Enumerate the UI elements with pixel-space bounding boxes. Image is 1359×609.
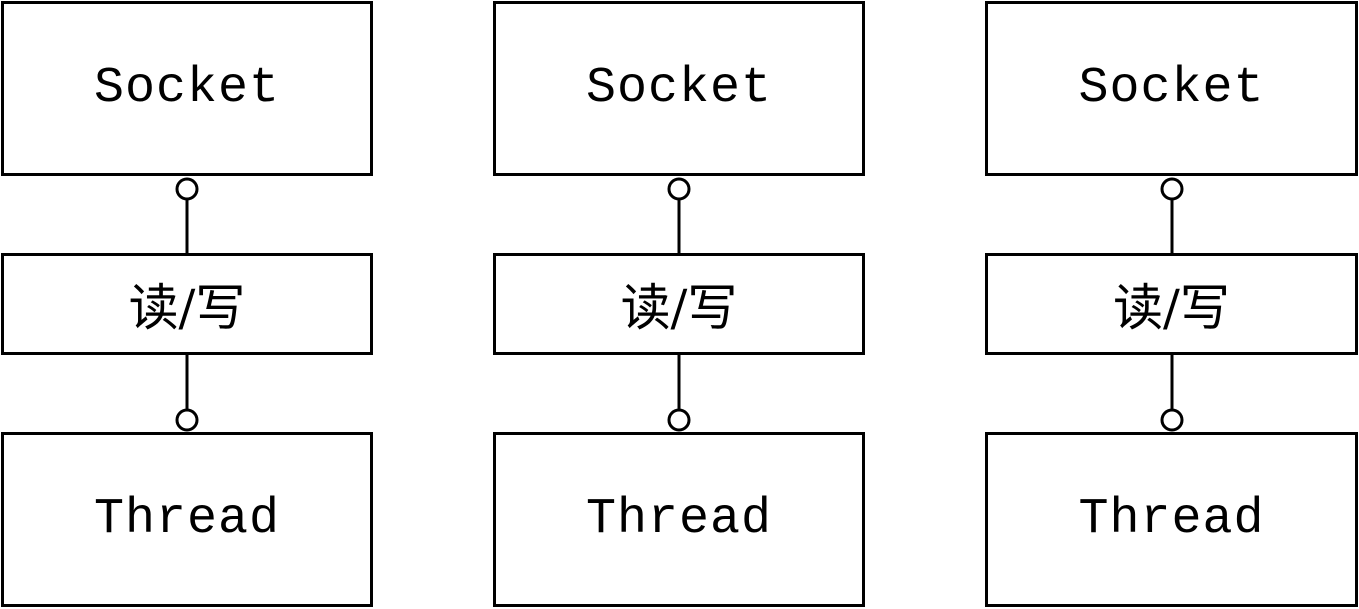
- socket-label-3: Socket: [1078, 60, 1265, 117]
- read-write-label-3: 读/写: [1113, 279, 1230, 337]
- socket-label-2: Socket: [585, 60, 773, 117]
- read-write-box-1: 读/写: [1, 253, 373, 355]
- thread-box-1: Thread: [1, 432, 373, 607]
- thread-box-2: Thread: [493, 432, 865, 607]
- socket-box-2: Socket: [493, 1, 865, 176]
- read-write-label-1: 读/写: [128, 279, 246, 337]
- thread-box-3: Thread: [985, 432, 1358, 607]
- thread-port-circle-2: [667, 408, 691, 432]
- socket-label-1: Socket: [93, 60, 281, 117]
- thread-label-3: Thread: [1078, 491, 1265, 548]
- read-write-box-2: 读/写: [493, 253, 865, 355]
- socket-box-3: Socket: [985, 1, 1358, 176]
- socket-port-circle-3: [1160, 177, 1184, 201]
- read-write-box-3: 读/写: [985, 253, 1358, 355]
- thread-port-circle-3: [1160, 408, 1184, 432]
- socket-port-circle-1: [175, 177, 199, 201]
- thread-port-circle-1: [175, 408, 199, 432]
- thread-label-2: Thread: [585, 491, 773, 548]
- thread-label-1: Thread: [93, 491, 281, 548]
- read-write-label-2: 读/写: [620, 279, 738, 337]
- socket-box-1: Socket: [1, 1, 373, 176]
- socket-port-circle-2: [667, 177, 691, 201]
